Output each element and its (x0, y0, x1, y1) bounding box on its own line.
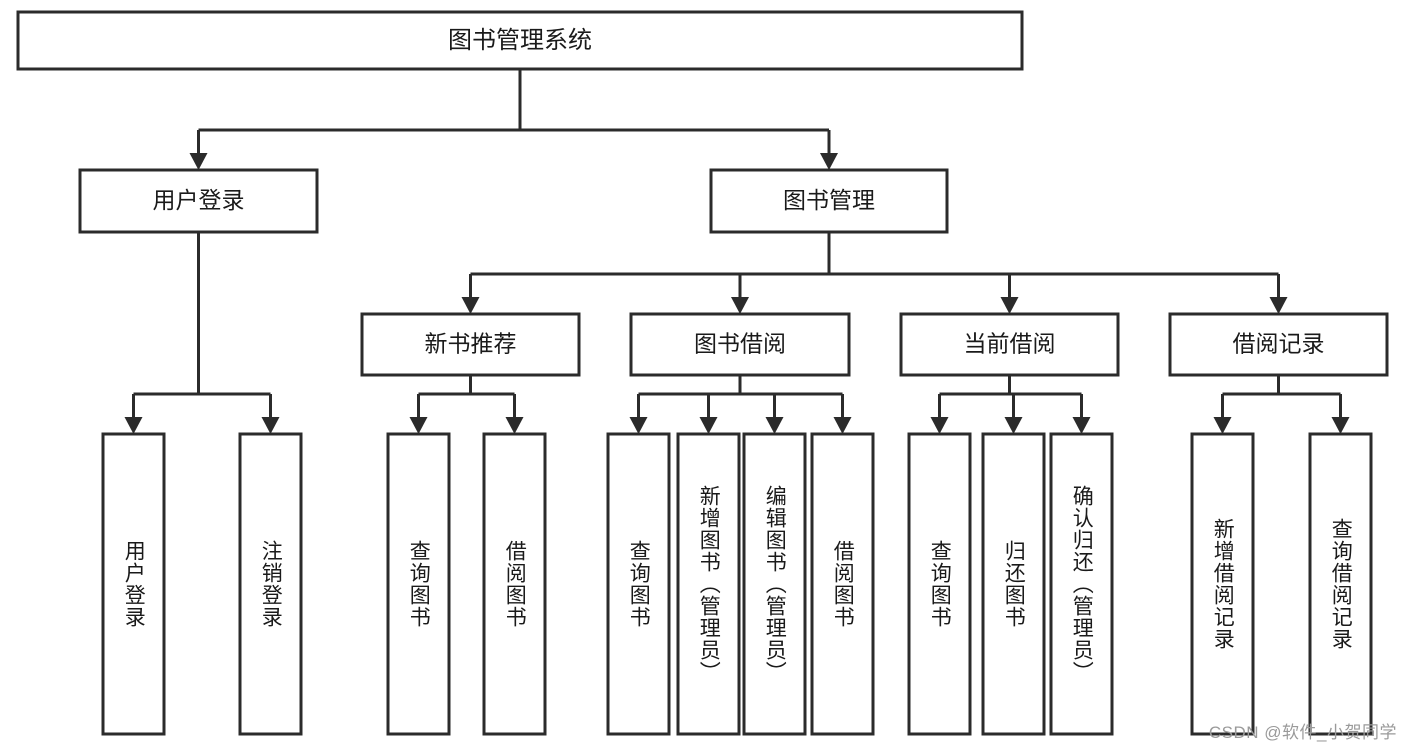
arrow-head-icon (505, 417, 524, 434)
node-label-login: 用户登录 (153, 187, 245, 213)
node-box-borrow[interactable] (629, 312, 851, 377)
arrow-head-icon (261, 417, 280, 434)
arrow-head-icon (124, 417, 143, 434)
arrow-head-icon (1004, 417, 1023, 434)
node-box-leaf-return-book[interactable] (981, 432, 1046, 736)
arrow-head-icon (189, 153, 208, 170)
node-box-leaf-borrow-book-1[interactable] (482, 432, 547, 736)
node-label-root: 图书管理系统 (448, 27, 592, 54)
node-box-leaf-query-record[interactable] (1308, 432, 1373, 736)
node-label-bookmgmt: 图书管理 (783, 187, 875, 213)
node-box-login[interactable] (78, 168, 319, 234)
arrow-head-icon (1072, 417, 1091, 434)
node-box-leaf-edit-book[interactable] (742, 432, 807, 736)
node-box-leaf-add-record[interactable] (1190, 432, 1255, 736)
node-box-bookmgmt[interactable] (709, 168, 949, 234)
node-label-records: 借阅记录 (1233, 331, 1325, 357)
arrow-head-icon (833, 417, 852, 434)
node-label-newbook: 新书推荐 (425, 331, 517, 357)
arrow-head-icon (930, 417, 949, 434)
node-label-current: 当前借阅 (964, 331, 1056, 357)
arrow-head-icon (461, 297, 480, 314)
node-box-current[interactable] (899, 312, 1120, 377)
node-box-leaf-confirm-return[interactable] (1049, 432, 1114, 736)
node-box-newbook[interactable] (360, 312, 581, 377)
arrow-head-icon (1000, 297, 1019, 314)
arrow-head-icon (629, 417, 648, 434)
node-box-leaf-add-book[interactable] (676, 432, 741, 736)
connector-layer (124, 69, 1350, 434)
node-label-borrow: 图书借阅 (694, 331, 786, 357)
node-box-layer (16, 10, 1389, 736)
node-box-root[interactable] (16, 10, 1024, 71)
arrow-head-icon (1269, 297, 1288, 314)
node-box-leaf-query-book-1[interactable] (386, 432, 451, 736)
node-box-leaf-query-book-3[interactable] (907, 432, 972, 736)
node-box-leaf-query-book-2[interactable] (606, 432, 671, 736)
arrow-head-icon (1213, 417, 1232, 434)
node-box-leaf-user-logout[interactable] (238, 432, 303, 736)
arrow-head-icon (731, 297, 749, 314)
arrow-head-icon (1331, 417, 1350, 434)
arrow-head-icon (765, 417, 784, 434)
node-box-leaf-user-login[interactable] (101, 432, 166, 736)
node-box-records[interactable] (1168, 312, 1389, 377)
arrow-head-icon (820, 153, 838, 170)
arrow-head-icon (409, 417, 428, 434)
node-box-leaf-borrow-book-2[interactable] (810, 432, 875, 736)
arrow-head-icon (699, 417, 718, 434)
